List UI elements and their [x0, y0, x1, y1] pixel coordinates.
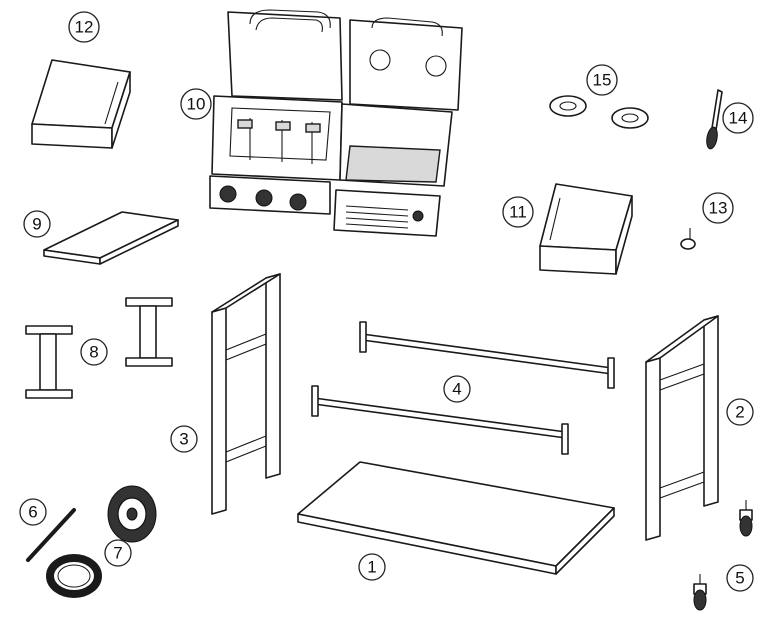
- caster-upper: [739, 500, 753, 537]
- callout-12: 12: [68, 11, 100, 43]
- callout-3: 3: [170, 425, 198, 453]
- callout-label: 5: [735, 569, 744, 588]
- bracket-left: [25, 325, 73, 399]
- caster-lower: [693, 574, 707, 611]
- callout-label: 15: [593, 71, 612, 90]
- callout-7: 7: [104, 539, 132, 567]
- callout-1: 1: [358, 553, 386, 581]
- callout-2: 2: [726, 398, 754, 426]
- callout-label: 7: [113, 544, 122, 563]
- axle-rod: [26, 508, 76, 562]
- callout-label: 1: [367, 558, 376, 577]
- callout-9: 9: [23, 210, 51, 238]
- callout-label: 2: [735, 403, 744, 422]
- callout-13: 13: [702, 192, 734, 224]
- callout-11: 11: [502, 196, 534, 228]
- callout-label: 14: [729, 109, 748, 128]
- grill-brush: [706, 89, 723, 150]
- callout-label: 13: [709, 199, 728, 218]
- crossbars: [311, 321, 615, 455]
- callout-6: 6: [19, 498, 47, 526]
- bracket-right: [125, 297, 173, 367]
- side-shelf-right: [539, 183, 633, 275]
- knob-screw: [680, 228, 696, 250]
- callout-label: 6: [28, 503, 37, 522]
- callout-label: 9: [32, 215, 41, 234]
- bottom-shelf: [297, 461, 615, 575]
- callout-15: 15: [586, 64, 618, 96]
- callout-14: 14: [722, 102, 754, 134]
- callout-label: 8: [89, 343, 98, 362]
- callout-label: 12: [75, 18, 94, 37]
- wheel: [107, 485, 157, 543]
- shelf-panel: [43, 211, 179, 265]
- callout-8: 8: [80, 338, 108, 366]
- callout-5: 5: [726, 564, 754, 592]
- callout-label: 10: [187, 95, 206, 114]
- grill-head: [209, 9, 463, 237]
- callout-label: 4: [452, 380, 461, 399]
- side-shelf-left: [31, 59, 131, 149]
- leg-frame-left: [211, 273, 281, 515]
- leg-frame-right: [645, 315, 719, 541]
- callout-label: 11: [509, 203, 527, 222]
- callout-10: 10: [180, 88, 212, 120]
- burner-caps: [549, 95, 649, 129]
- tire-ring: [46, 554, 102, 598]
- callout-label: 3: [179, 430, 188, 449]
- callout-4: 4: [443, 375, 471, 403]
